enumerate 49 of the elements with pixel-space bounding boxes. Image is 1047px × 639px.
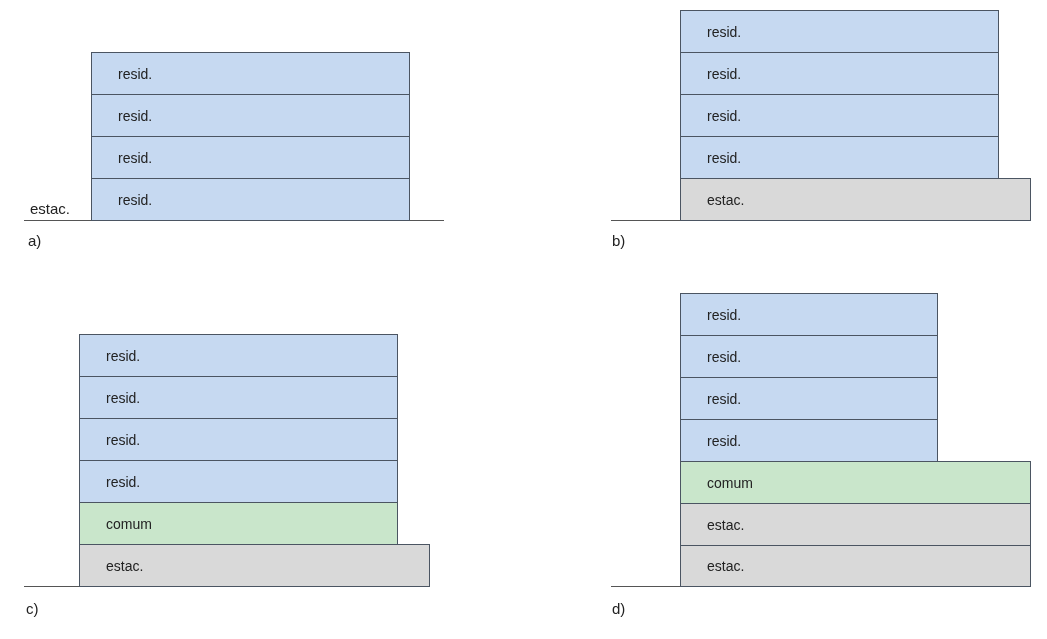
layer-box (680, 94, 999, 137)
panel-label: d) (612, 600, 626, 617)
panel-label: c) (26, 600, 39, 617)
layer-label: resid. (118, 65, 153, 82)
layer-label: resid. (707, 149, 742, 166)
layer-box (91, 136, 410, 179)
layer-box (79, 418, 398, 461)
layer-label: resid. (707, 107, 742, 124)
layer-box (79, 544, 430, 587)
layer-label: estac. (707, 558, 745, 574)
layer-box (680, 178, 1031, 221)
layer-label: resid. (707, 306, 742, 323)
layer-box (79, 460, 398, 503)
layer-label: resid. (118, 149, 153, 166)
layer-label: resid. (707, 348, 742, 365)
layer-label: estac. (106, 557, 144, 574)
layer-box (680, 377, 938, 420)
layer-box (79, 334, 398, 377)
layer-box (91, 52, 410, 95)
layer-box (680, 419, 938, 462)
layer-label: resid. (707, 390, 742, 407)
layer-box (680, 52, 999, 95)
layer-box (680, 136, 999, 179)
layer-label: resid. (106, 389, 141, 406)
layer-label: resid. (707, 23, 742, 40)
panel-label: b) (612, 232, 626, 249)
layer-label: resid. (106, 431, 141, 448)
layer-label: resid. (707, 65, 742, 82)
layer-box (680, 545, 1031, 587)
layer-box (680, 293, 938, 336)
layer-label: comum (707, 474, 753, 491)
layer-box (79, 502, 398, 545)
layer-box (680, 461, 1031, 504)
layer-label: comum (106, 515, 152, 532)
layer-label: resid. (118, 191, 153, 208)
layer-box (680, 10, 999, 53)
layer-label: resid. (106, 347, 141, 364)
layer-box (680, 335, 938, 378)
layer-box (91, 178, 410, 221)
layer-label: resid. (118, 107, 153, 124)
layer-label: estac. (707, 191, 745, 208)
layer-box (680, 503, 1031, 546)
layer-label: estac. (707, 516, 745, 533)
ground-label: estac. (30, 200, 71, 217)
layer-box (79, 376, 398, 419)
layer-label: resid. (707, 432, 742, 449)
panel-label: a) (28, 232, 42, 249)
layer-box (91, 94, 410, 137)
layer-label: resid. (106, 473, 141, 490)
